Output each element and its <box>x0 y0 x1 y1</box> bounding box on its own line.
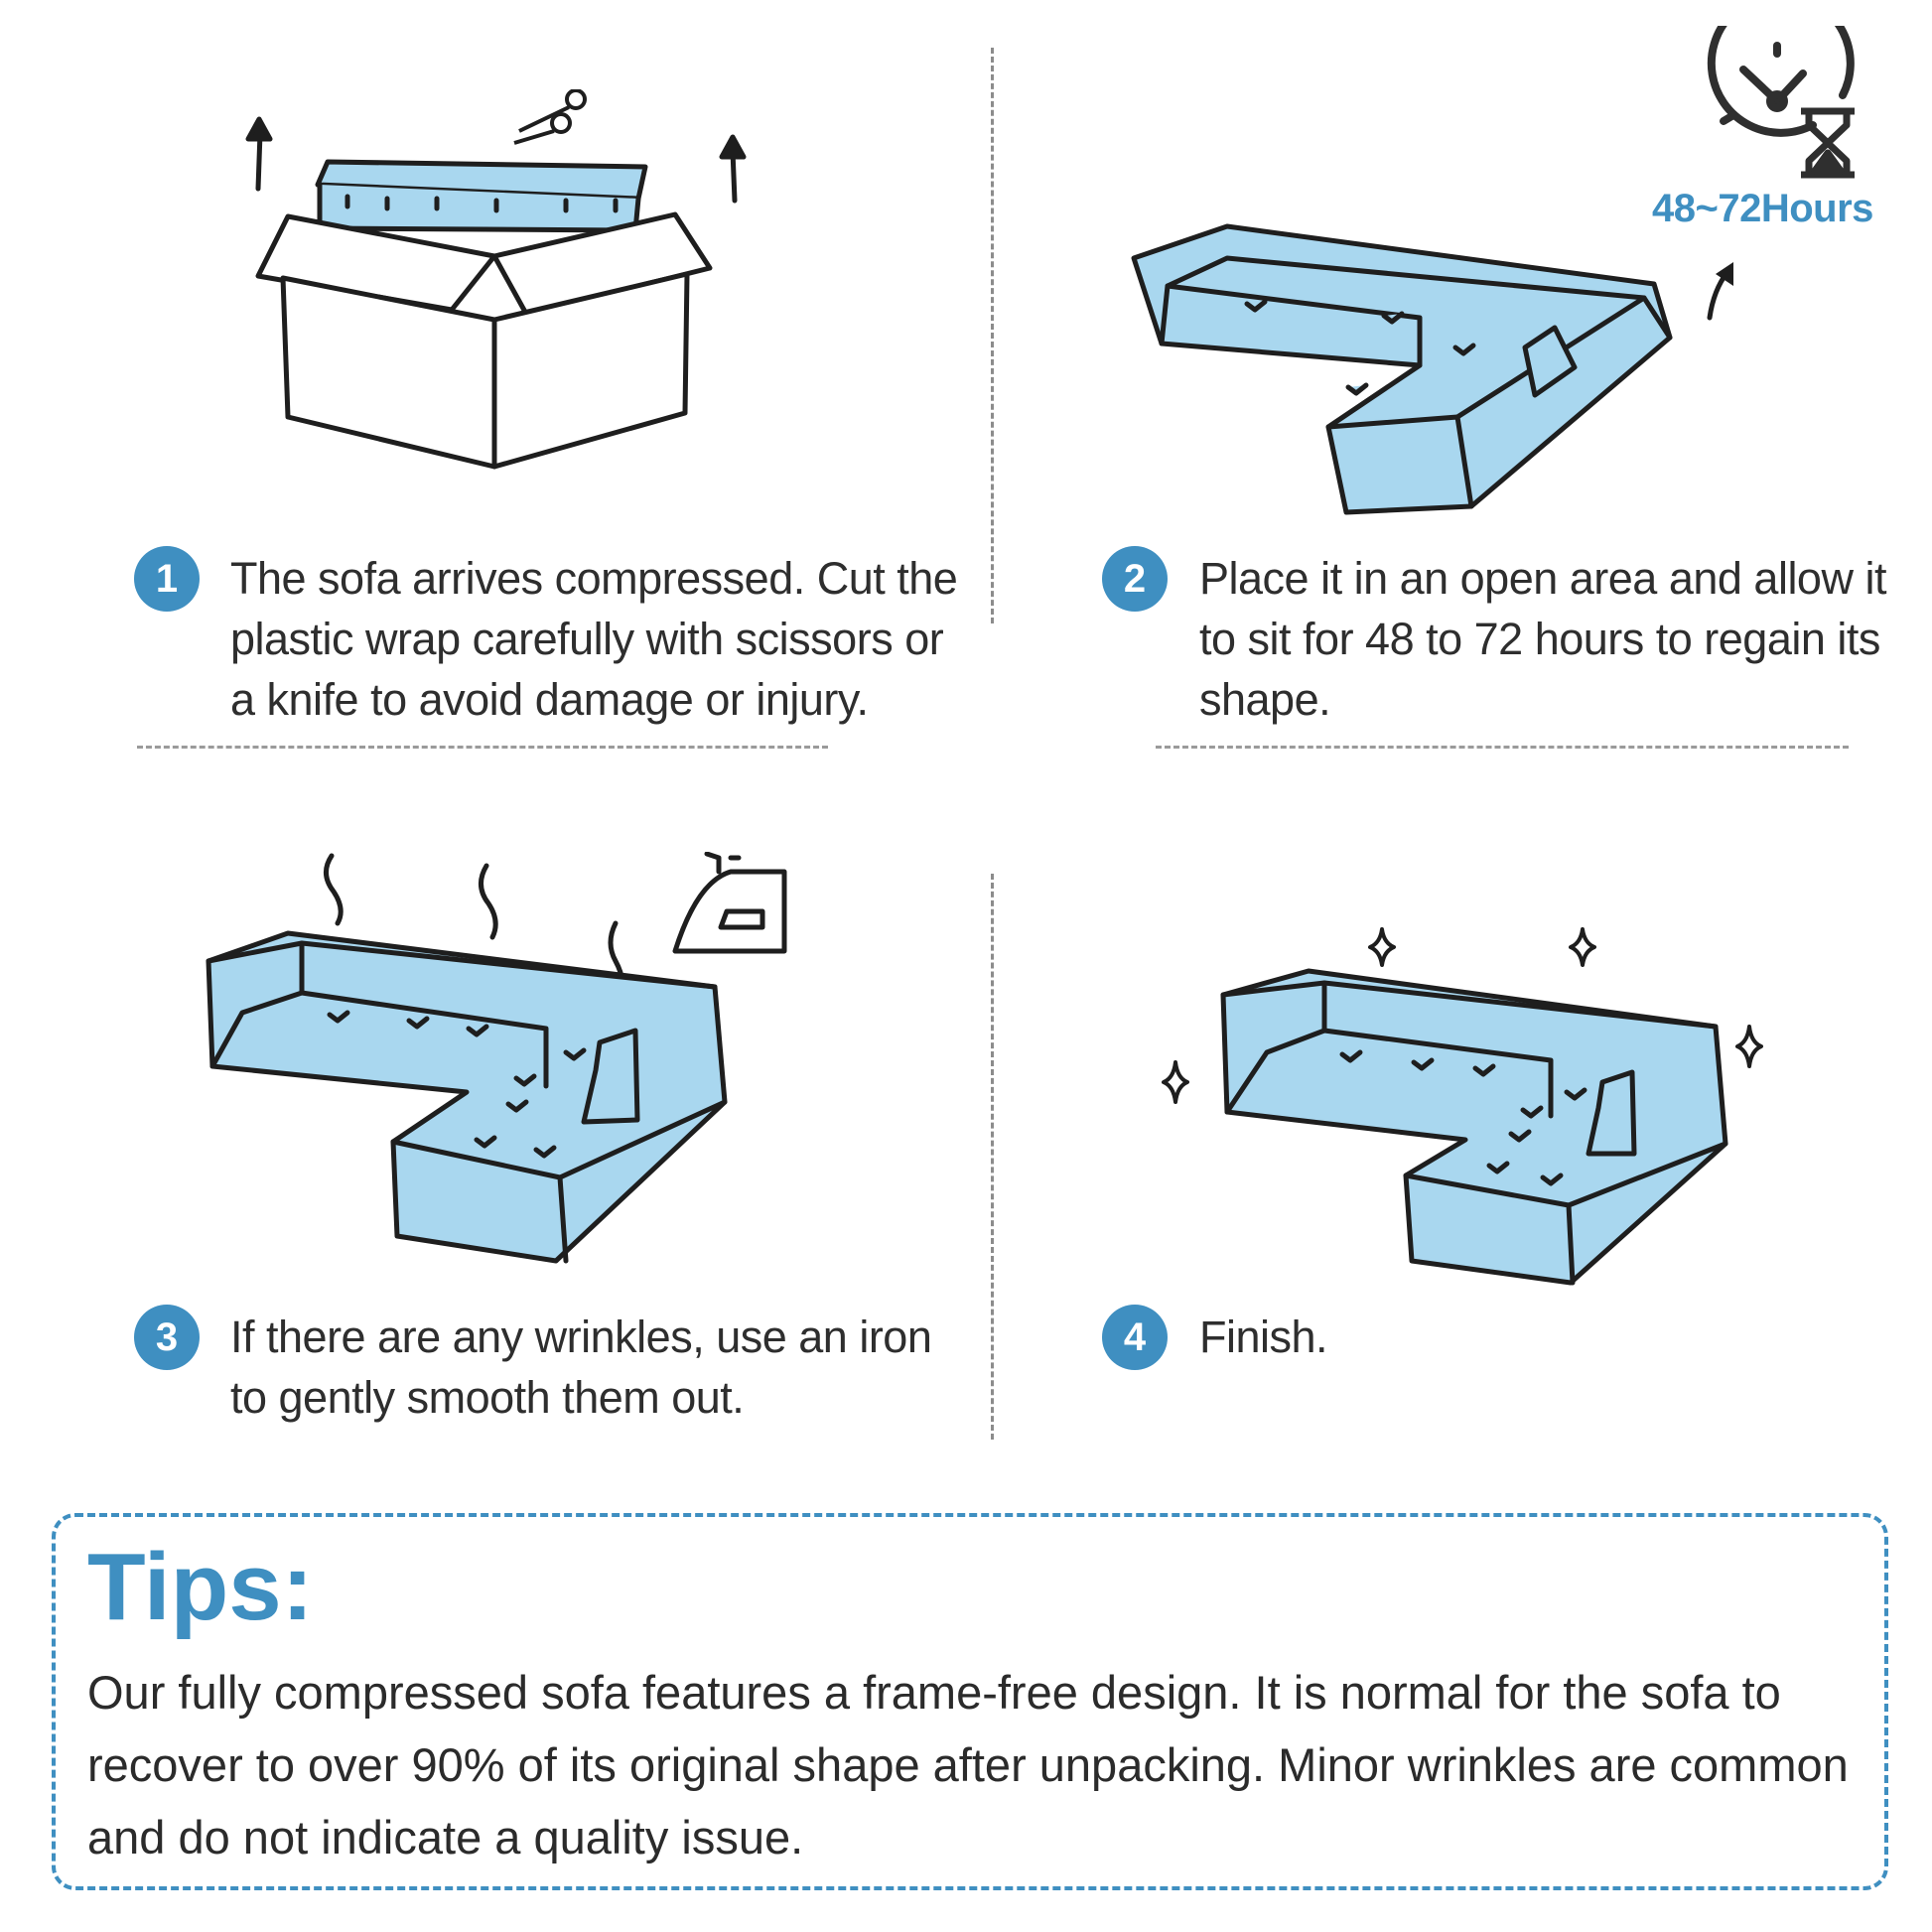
clock-hourglass-icon <box>1694 26 1863 185</box>
step-2-text: Place it in an open area and allow it to… <box>1199 553 1886 725</box>
step-3-illustration <box>199 844 794 1271</box>
sparkle-icon <box>1368 927 1396 967</box>
vertical-divider-bottom <box>991 874 994 1440</box>
scissors-icon <box>513 89 587 145</box>
sparkle-icon <box>1569 927 1596 967</box>
tips-title: Tips: <box>87 1534 314 1640</box>
step-1-badge: 1 <box>134 546 200 612</box>
step-1-illustration <box>238 89 755 477</box>
iron-icon <box>671 852 790 957</box>
tips-body: Our fully compressed sofa features a fra… <box>87 1666 1849 1863</box>
step-2-illustration <box>1128 218 1684 526</box>
recover-arrow-icon <box>1702 256 1741 326</box>
sparkle-icon <box>1735 1025 1763 1068</box>
step-1-text: The sofa arrives compressed. Cut the pla… <box>230 553 958 725</box>
step-2-badge: 2 <box>1102 546 1168 612</box>
tips-box: Tips: Our fully compressed sofa features… <box>52 1513 1888 1890</box>
vertical-divider-top <box>991 48 994 623</box>
step-4-illustration <box>1162 923 1757 1291</box>
timer-label: 48~72Hours <box>1652 187 1873 230</box>
step-4-badge: 4 <box>1102 1305 1168 1370</box>
horizontal-divider-left <box>137 746 828 749</box>
step-3-text: If there are any wrinkles, use an iron t… <box>230 1311 932 1423</box>
step-3-badge: 3 <box>134 1305 200 1370</box>
step-4-text: Finish. <box>1199 1311 1328 1362</box>
horizontal-divider-right <box>1156 746 1849 749</box>
sparkle-icon <box>1162 1060 1189 1104</box>
